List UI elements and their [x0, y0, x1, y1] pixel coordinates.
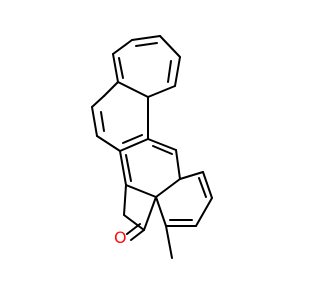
bond — [175, 149, 181, 180]
bond — [91, 95, 105, 108]
bond — [195, 197, 213, 227]
bond — [119, 150, 127, 186]
carbonyl-bond — [126, 223, 141, 235]
cyclopentanone-ring — [123, 184, 157, 241]
bond — [147, 138, 177, 151]
double-bond-inner — [198, 177, 207, 198]
bond — [112, 39, 133, 55]
molecule-diagram: O — [91, 35, 213, 259]
bond — [131, 35, 161, 41]
double-bond-inner — [135, 42, 158, 47]
bond — [125, 184, 157, 198]
bond — [96, 135, 121, 152]
second-ring — [91, 81, 149, 152]
methyl-bond — [165, 225, 173, 259]
central-ring — [119, 138, 181, 198]
double-bond-inner — [122, 134, 143, 144]
bond — [91, 106, 98, 137]
bond — [174, 56, 181, 87]
carbonyl-bond — [130, 229, 145, 241]
bond — [117, 81, 149, 98]
top-benzo-ring — [112, 35, 181, 98]
bond — [119, 138, 149, 152]
bond — [103, 81, 119, 97]
bond — [147, 85, 176, 98]
bond — [143, 196, 157, 231]
bond — [112, 53, 119, 83]
double-bond-inner — [152, 145, 173, 155]
bond — [179, 171, 204, 180]
bond — [159, 35, 181, 58]
double-bond-inner — [100, 111, 105, 132]
double-bond-inner — [118, 57, 124, 79]
bond — [123, 214, 145, 231]
right-ring — [155, 171, 213, 227]
oxygen-atom-label: O — [114, 228, 127, 247]
double-bond-inner — [167, 60, 172, 83]
bond — [155, 178, 181, 198]
double-bond-inner — [125, 154, 132, 182]
bond — [202, 171, 213, 199]
bond — [155, 196, 167, 227]
bond — [123, 184, 127, 216]
